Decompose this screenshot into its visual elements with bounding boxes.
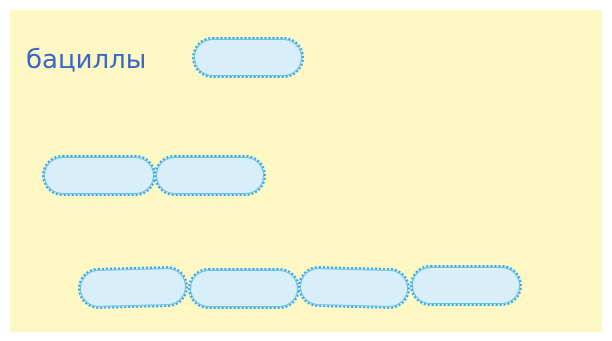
diplobacillus-cell (42, 155, 156, 196)
streptobacillus-cell (188, 268, 300, 309)
streptobacillus-cell (297, 265, 411, 310)
streptobacillus-cell (77, 265, 189, 310)
bacilli-label: бациллы (26, 45, 147, 75)
diplobacillus-cell (154, 155, 266, 196)
streptobacillus-cell (410, 265, 522, 306)
single-bacillus-cell (192, 37, 304, 78)
